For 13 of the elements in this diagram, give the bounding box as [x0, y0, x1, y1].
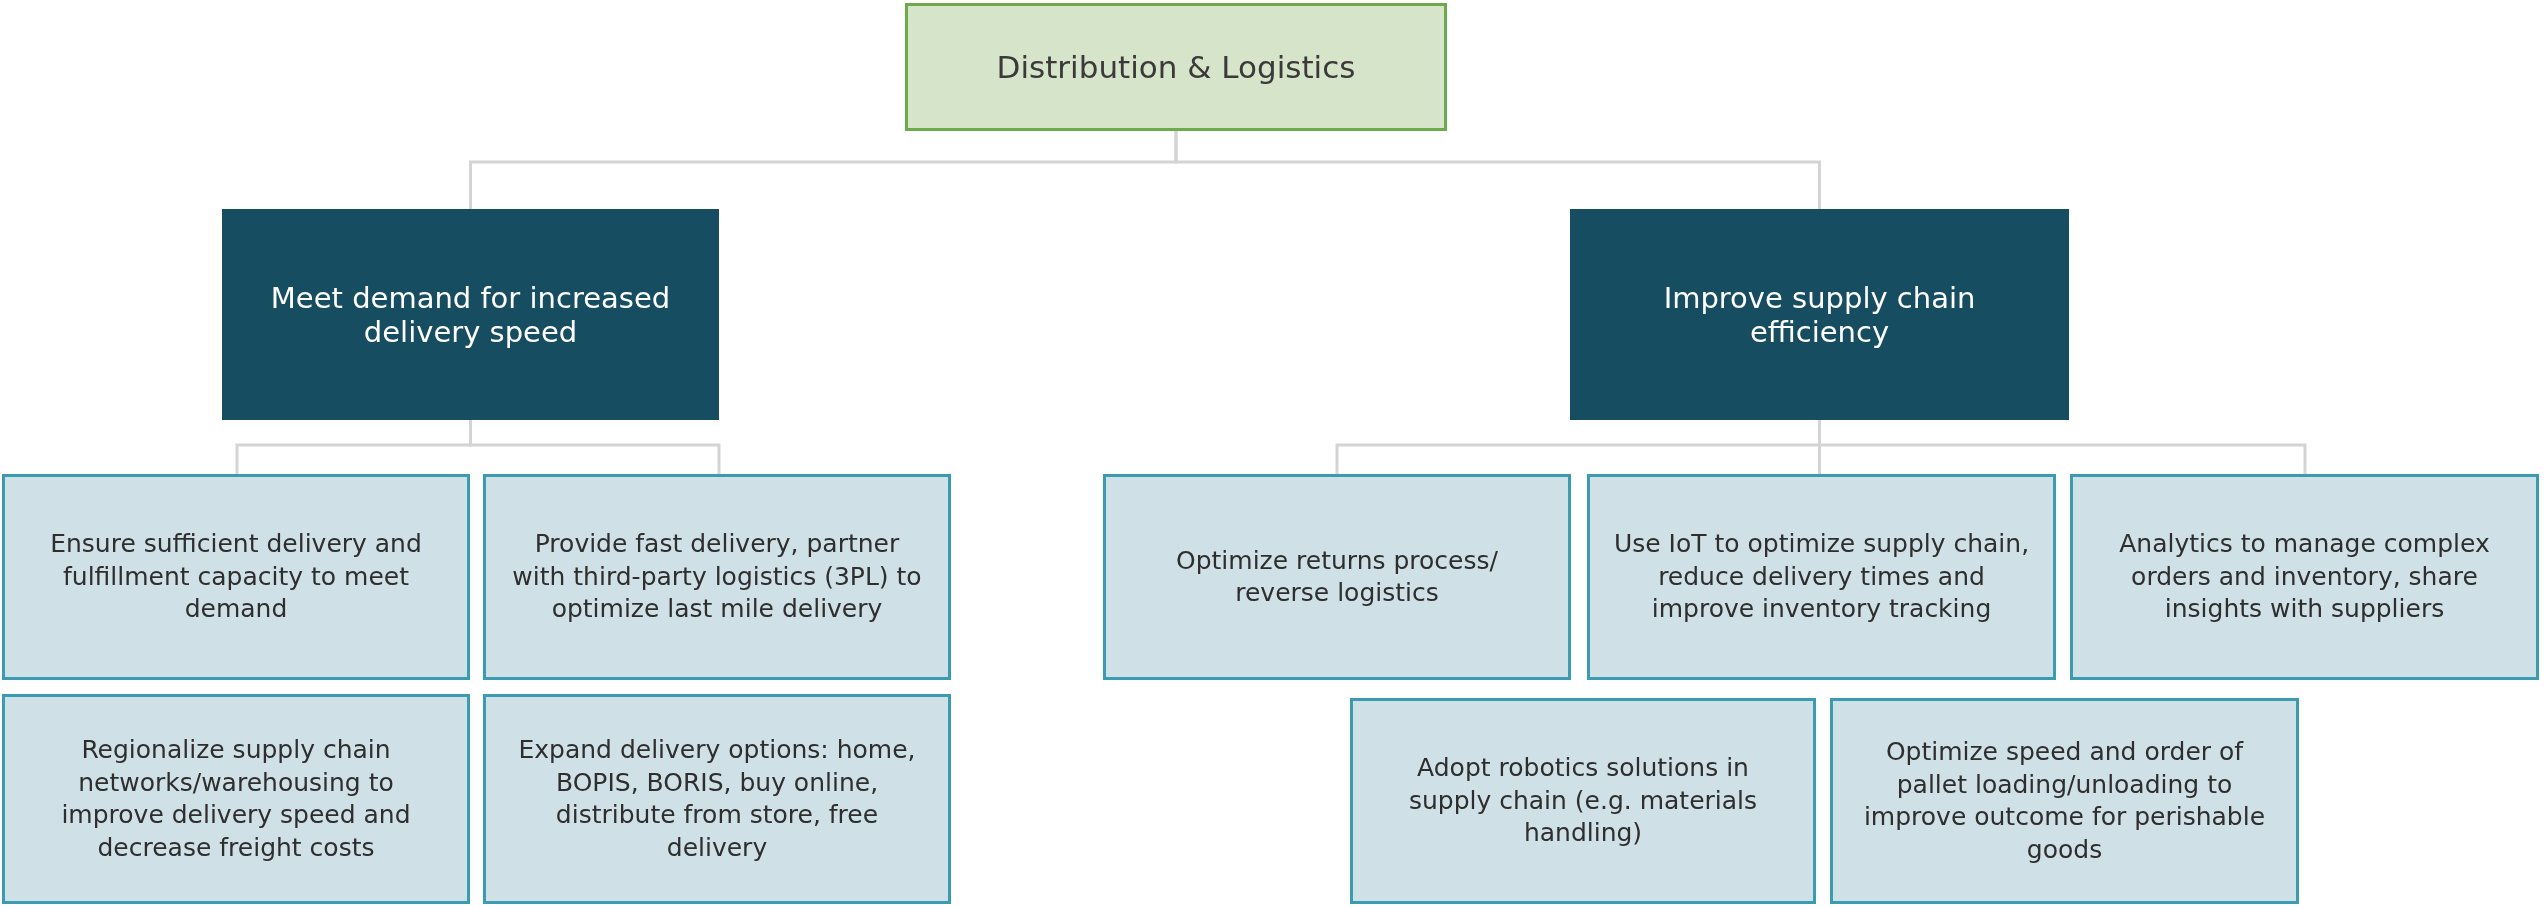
- item-box: Regionalize supply chain networks/warehousing to improve delivery speed and decrease freight costs: [2, 694, 470, 904]
- item-box: Adopt robotics solutions in supply chain (e.g. materials handling): [1350, 698, 1816, 904]
- category-box: Improve supply chain efficiency: [1570, 209, 2069, 420]
- item-box: Optimize returns process/ reverse logistics: [1103, 474, 1571, 680]
- item-box: Expand delivery options: home, BOPIS, BORIS, buy online, distribute from store, free delivery: [483, 694, 951, 904]
- connector-line: [1174, 131, 1821, 209]
- item-box: Use IoT to optimize supply chain, reduce delivery times and improve inventory tracking: [1587, 474, 2056, 680]
- category-box: Meet demand for increased delivery speed: [222, 209, 719, 420]
- item-box: Optimize speed and order of pallet loading/unloading to improve outcome for perishable goods: [1830, 698, 2299, 904]
- item-box: Provide fast delivery, partner with third-party logistics (3PL) to optimize last mile delivery: [483, 474, 951, 680]
- item-box: Ensure sufficient delivery and fulfillment capacity to meet demand: [2, 474, 470, 680]
- title-box: Distribution & Logistics: [905, 3, 1447, 131]
- item-box: Analytics to manage complex orders and inventory, share insights with suppliers: [2070, 474, 2539, 680]
